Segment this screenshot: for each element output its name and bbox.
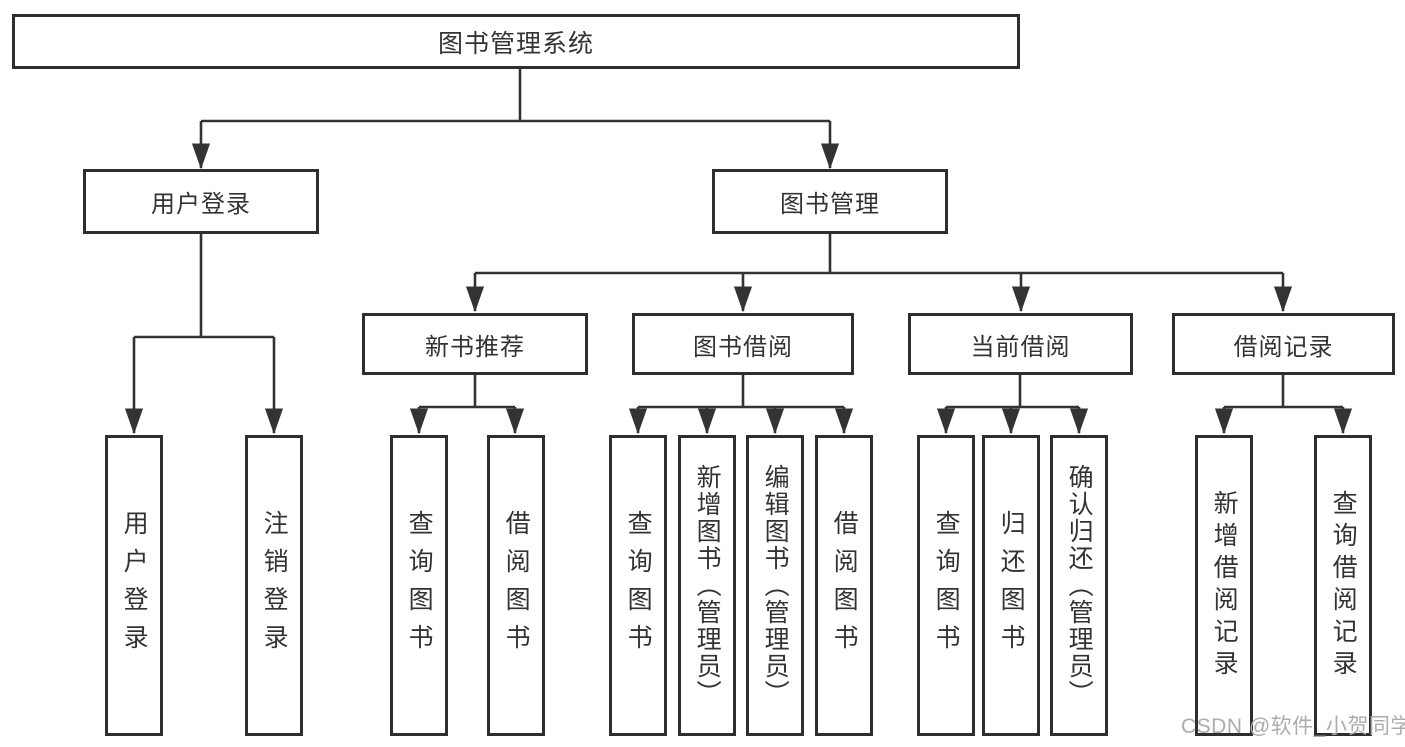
node-book-management: 图书管理 [712, 169, 948, 234]
leaf-logout: 注销登录 [245, 435, 303, 736]
leaf-add-book-admin: 新增图书（管理员） [678, 435, 736, 736]
node-borrow-record: 借阅记录 [1172, 313, 1395, 375]
node-label: 图书借阅 [693, 333, 793, 361]
node-label: 图书管理 [780, 191, 880, 218]
leaf-label: 查询图书 [405, 509, 434, 662]
leaf-edit-book-admin: 编辑图书（管理员） [746, 435, 804, 736]
leaf-query-book-1: 查询图书 [390, 435, 448, 736]
node-book-borrow: 图书借阅 [632, 313, 854, 375]
node-library-management-system: 图书管理系统 [12, 14, 1020, 69]
leaf-label: 查询图书 [932, 509, 961, 662]
node-user-login: 用户登录 [83, 169, 319, 234]
leaf-add-borrow-record: 新增借阅记录 [1195, 435, 1253, 736]
leaf-label: 注销登录 [260, 509, 289, 662]
leaf-label: 借阅图书 [502, 509, 531, 662]
leaf-label: 归还图书 [997, 509, 1026, 662]
leaf-label: 确认归还（管理员） [1065, 464, 1094, 707]
node-label: 新书推荐 [425, 333, 525, 361]
node-label: 图书管理系统 [437, 29, 594, 58]
node-label: 借阅记录 [1233, 333, 1334, 361]
node-current-borrow: 当前借阅 [908, 313, 1133, 375]
leaf-label: 新增图书（管理员） [693, 464, 722, 707]
leaf-label: 查询借阅记录 [1329, 489, 1358, 682]
leaf-label: 查询图书 [624, 509, 653, 662]
csdn-watermark: CSDN @软件_小贺同学 [1181, 715, 1405, 738]
leaf-confirm-return-admin: 确认归还（管理员） [1050, 435, 1108, 736]
leaf-label: 借阅图书 [830, 509, 859, 662]
node-new-book-recommend: 新书推荐 [362, 313, 588, 375]
leaf-label: 用户登录 [120, 509, 149, 662]
node-label: 当前借阅 [970, 333, 1071, 361]
leaf-return-book: 归还图书 [982, 435, 1040, 736]
node-label: 用户登录 [151, 191, 251, 218]
leaf-borrow-book-2: 借阅图书 [815, 435, 873, 736]
leaf-query-book-2: 查询图书 [609, 435, 667, 736]
leaf-borrow-book-1: 借阅图书 [487, 435, 545, 736]
leaf-query-borrow-record: 查询借阅记录 [1314, 435, 1372, 736]
leaf-label: 新增借阅记录 [1210, 489, 1239, 682]
leaf-query-book-3: 查询图书 [917, 435, 975, 736]
leaf-label: 编辑图书（管理员） [761, 464, 790, 707]
leaf-user-login: 用户登录 [105, 435, 163, 736]
